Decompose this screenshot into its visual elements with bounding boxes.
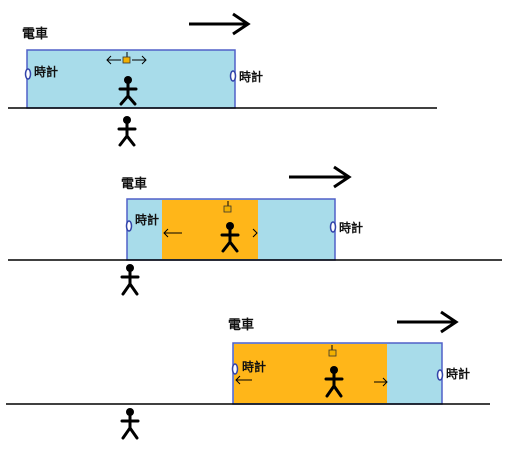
train-label: 電車: [22, 26, 48, 42]
clock-icon: [436, 369, 444, 381]
light-pulse-left-arrow-icon: [163, 228, 182, 238]
light-pulse-right-arrow-icon: [252, 228, 258, 238]
light-spread-region: [234, 344, 387, 403]
clock-label: 時計: [239, 69, 263, 84]
stick-figure-icon: [324, 366, 344, 398]
train-label: 電車: [228, 317, 254, 333]
panel-2: 電車 時計 時計: [8, 165, 502, 296]
light-spread-region: [162, 200, 258, 259]
panel-3: 電車 時計 時計: [6, 310, 490, 440]
light-source-icon: [122, 52, 131, 64]
clock-label: 時計: [446, 366, 470, 381]
clock-label: 時計: [34, 64, 58, 79]
light-pulse-right-arrow-icon: [132, 55, 147, 65]
stick-figure-icon: [120, 408, 140, 440]
direction-arrow-icon: [289, 165, 352, 189]
clock-label: 時計: [339, 220, 363, 235]
stick-figure-icon: [117, 116, 137, 147]
clock-icon: [125, 220, 133, 232]
light-pulse-right-arrow-icon: [374, 377, 388, 387]
light-source-icon: [328, 345, 337, 357]
stick-figure-icon: [220, 222, 240, 253]
clock-icon: [329, 221, 337, 233]
stick-figure-icon: [118, 76, 138, 106]
light-source-icon: [223, 201, 232, 213]
direction-arrow-icon: [397, 310, 459, 334]
panel-1: 電車 時計 時計: [8, 12, 437, 147]
clock-label: 時計: [242, 359, 266, 374]
clock-icon: [229, 70, 237, 82]
direction-arrow-icon: [189, 12, 251, 36]
clock-icon: [231, 363, 239, 375]
light-pulse-left-arrow-icon: [106, 55, 121, 65]
light-pulse-left-arrow-icon: [235, 375, 252, 385]
stick-figure-icon: [120, 264, 140, 296]
clock-label: 時計: [135, 212, 159, 227]
clock-icon: [24, 68, 32, 80]
train-label: 電車: [121, 176, 147, 192]
